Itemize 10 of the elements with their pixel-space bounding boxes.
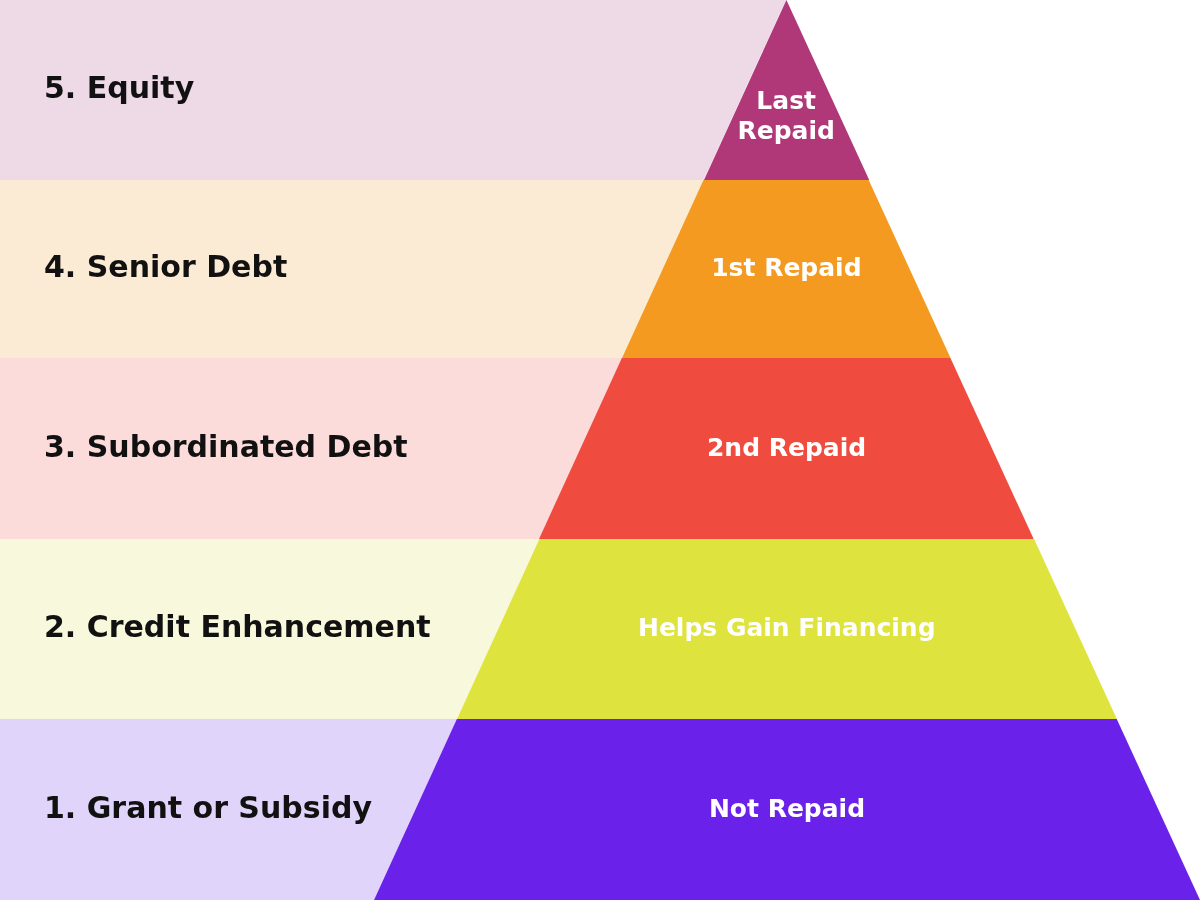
tier-label: 5. Equity <box>44 70 195 106</box>
tier-label: 3. Subordinated Debt <box>44 428 408 465</box>
tier-label: 2. Credit Enhancement <box>44 609 431 645</box>
tier-label: 1. Grant or Subsidy <box>44 789 372 826</box>
repayment-label: 2nd Repaid <box>705 432 868 463</box>
repayment-label: 1st Repaid <box>710 253 863 283</box>
repayment-label: Last Repaid <box>736 86 836 146</box>
repayment-label: Not Repaid <box>707 793 867 824</box>
tier-label: 4. Senior Debt <box>44 249 288 285</box>
repayment-label: Helps Gain Financing <box>637 613 937 643</box>
